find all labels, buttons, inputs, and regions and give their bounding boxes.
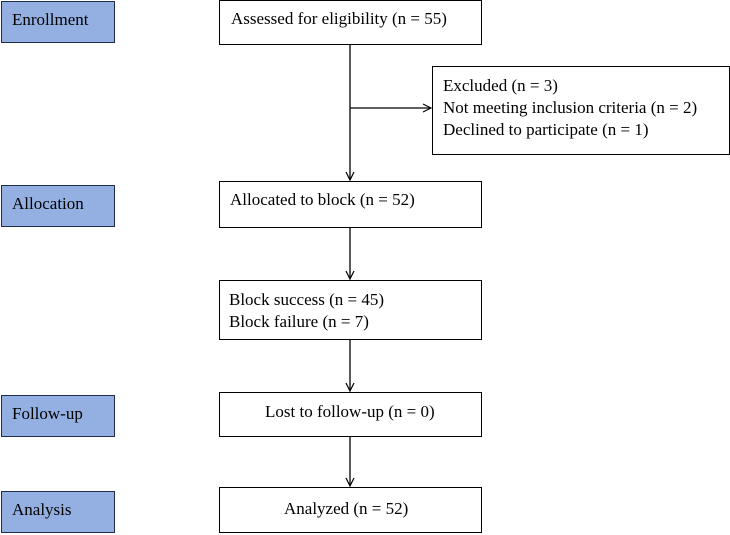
excluded-title: Excluded (n = 3) <box>443 76 558 95</box>
lost-to-follow-up-box: Lost to follow-up (n = 0) <box>219 392 482 437</box>
excluded-reason-inclusion: Not meeting inclusion criteria (n = 2) <box>443 98 698 117</box>
lost-to-follow-up-text: Lost to follow-up (n = 0) <box>265 402 435 421</box>
allocated-text: Allocated to block (n = 52) <box>230 190 415 209</box>
stage-label-enrollment: Enrollment <box>1 1 115 43</box>
stage-label-allocation: Allocation <box>1 185 115 227</box>
excluded-reason-declined: Declined to participate (n = 1) <box>443 120 649 139</box>
block-failure-text: Block failure (n = 7) <box>229 312 369 331</box>
assessed-text: Assessed for eligibility (n = 55) <box>231 9 447 28</box>
excluded-box: Excluded (n = 3) Not meeting inclusion c… <box>432 66 730 155</box>
allocated-box: Allocated to block (n = 52) <box>219 181 482 228</box>
block-result-box: Block success (n = 45) Block failure (n … <box>219 280 482 340</box>
block-success-text: Block success (n = 45) <box>229 290 385 309</box>
analyzed-box: Analyzed (n = 52) <box>219 487 482 533</box>
assessed-box: Assessed for eligibility (n = 55) <box>219 0 482 45</box>
stage-label-follow-up: Follow-up <box>1 395 115 437</box>
analyzed-text: Analyzed (n = 52) <box>284 499 409 518</box>
stage-label-analysis: Analysis <box>1 491 115 533</box>
